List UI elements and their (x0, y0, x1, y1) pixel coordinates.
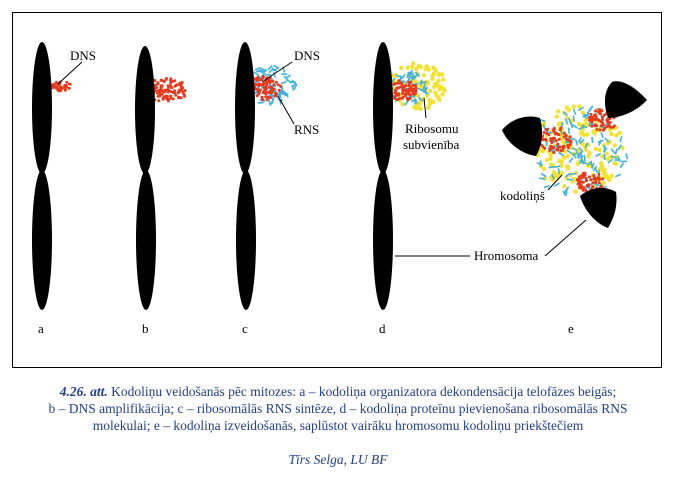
leader-kodolins (547, 174, 563, 191)
panel-letter-d: d (379, 321, 386, 336)
ribosome-cluster-d (389, 61, 447, 112)
dna-cluster-d (390, 79, 418, 102)
caption-text-1: Kodoliņu veidošanās pēc mitozes: a – kod… (107, 384, 617, 399)
chromosome-e-left (502, 116, 543, 156)
chromosome-d (373, 42, 393, 310)
dna-cluster-e1 (538, 126, 573, 154)
leader-dns-c (261, 61, 293, 83)
label-kodolins: kodoliņš (500, 188, 545, 203)
chromosome-c (235, 42, 256, 310)
panel-letter-b: b (142, 321, 149, 336)
caption-number: 4.26. att. (59, 384, 108, 399)
panel-letter-a: a (38, 321, 44, 336)
chromosome-e-top-right (604, 81, 647, 118)
leader-dns-a (57, 61, 83, 85)
diagram: DNS DNS RNS Ribosomu subvienība kodoliņš… (32, 42, 647, 336)
label-hromosoma: Hromosoma (474, 248, 539, 263)
caption-line-3: molekulai; e – kodoliņa izveidošanās, sa… (92, 418, 584, 433)
caption-line-1: 4.26. att. Kodoliņu veidošanās pēc mitoz… (0, 383, 676, 400)
panel-letter-e: e (568, 321, 574, 336)
label-ribosomu-2: subvienība (403, 137, 460, 152)
leader-rns (277, 95, 295, 125)
label-ribosomu-1: Ribosomu (405, 121, 459, 136)
figure-credit: Tīrs Selga, LU BF (288, 452, 388, 467)
label-dns-c: DNS (294, 48, 320, 63)
leader-ribosomu (423, 97, 427, 119)
dna-cluster-a (49, 80, 72, 93)
caption-line-2: b – DNS amplifikācija; c – ribosomālās R… (48, 401, 628, 416)
leader-hromosoma-e (544, 219, 587, 257)
chromosome-b (135, 46, 156, 310)
figure-frame (12, 12, 662, 368)
panel-letter-c: c (242, 321, 248, 336)
chromosome-a (32, 42, 52, 310)
figure-caption: 4.26. att. Kodoliņu veidošanās pēc mitoz… (0, 383, 676, 434)
label-dns-a: DNS (70, 48, 96, 63)
chromosome-e-bottom (580, 187, 617, 228)
label-rns: RNS (294, 122, 319, 137)
